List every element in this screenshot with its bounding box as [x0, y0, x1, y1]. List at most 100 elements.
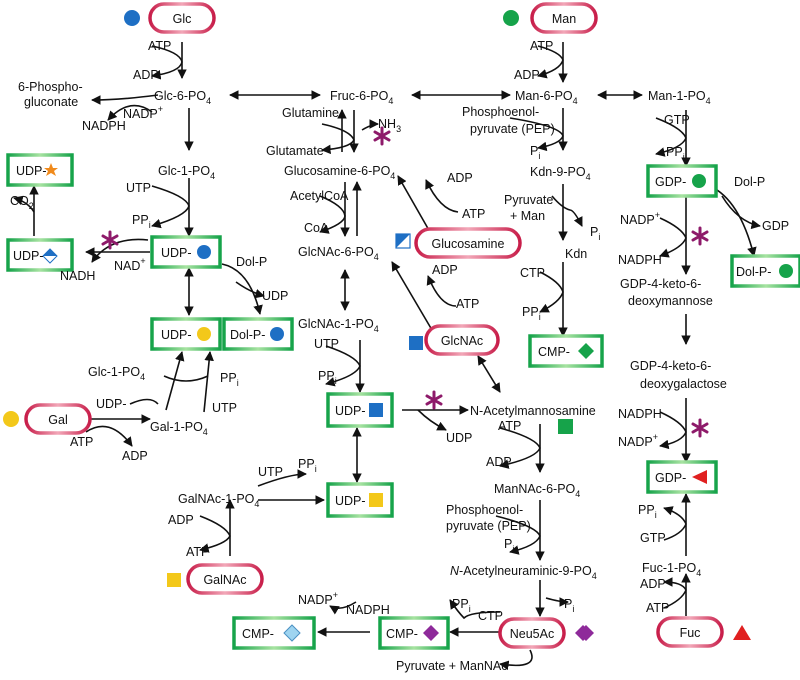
cofactor-pep-pi [495, 515, 541, 555]
co-atp-4: ATP [462, 207, 485, 221]
co-nadph-2: NADPH [618, 253, 662, 267]
cofactor-atp-adp-8 [663, 577, 687, 609]
co-acetylcoa: AcetylCoA [290, 189, 349, 203]
co-udp-2: UDP [446, 431, 472, 445]
co-utp-2: UTP [314, 337, 339, 351]
co-atp-5: ATP [456, 297, 479, 311]
cofactor-glc1p [163, 375, 209, 382]
cmp-kdn-diamond [578, 343, 594, 359]
co-dolp-1: Dol-P [236, 255, 267, 269]
co-plusman: + Man [510, 209, 545, 223]
co-pep-3: Phosphoenol- [446, 503, 523, 517]
6pg-line1: 6-Phospho- [18, 80, 83, 94]
galnac-label: GalNAc [203, 573, 246, 587]
glucosamine-box [414, 227, 522, 259]
cofactor-utp-ppi-3 [257, 469, 307, 487]
kdn: Kdn [565, 247, 587, 261]
cofactor-atp-adp-2 [537, 45, 564, 79]
star-4 [691, 226, 709, 246]
mannac: N-Acetylmannosamine [470, 404, 596, 418]
cofactor-atp-adp-1 [151, 45, 183, 80]
fruc6p: Fruc-6-PO4 [330, 89, 393, 106]
co-ppi-1: PPi [132, 213, 151, 230]
co-adp-5: ADP [432, 263, 458, 277]
glycan-symbols [3, 10, 793, 642]
cofactor-nadp-1 [107, 104, 153, 121]
udp-galnac-square [369, 493, 383, 507]
glc-label: Glc [173, 12, 192, 26]
neu5ac-diamond-ext [578, 625, 594, 641]
co-dolp-2: Dol-P [734, 175, 765, 189]
dolp-glc-box [222, 317, 294, 351]
keto1-l2: deoxymannose [628, 294, 713, 308]
udp-xyl-label: UDP- [16, 164, 47, 178]
cofactor-nadph-1 [329, 601, 357, 615]
udp-gal-box [150, 317, 222, 351]
co-udp-1: UDP [262, 289, 288, 303]
co-atp-3: ATP [70, 435, 93, 449]
co-coa: CoA [304, 221, 329, 235]
pyruvate-mannac: Pyruvate + ManNAc [396, 659, 508, 673]
udp-glcnac-box [326, 392, 394, 428]
arrow-glcnac-mannac [477, 355, 501, 393]
arrow-co2 [13, 195, 35, 213]
co-pyruvate: Pyruvate [504, 193, 553, 207]
co-atp-6: ATP [186, 545, 209, 559]
gdp-fuc-label: GDP- [655, 471, 686, 485]
co-nadp-4: NADP+ [618, 432, 658, 449]
cofactor-acetylcoa [319, 195, 346, 234]
gln6p: Glucosamine-6-PO4 [284, 164, 395, 181]
co-ppi-8: PPi [638, 503, 657, 520]
glcnac-box [424, 324, 500, 356]
co-nadp-3: NADP+ [298, 590, 338, 607]
cmp-neu5ac-label: CMP- [386, 627, 418, 641]
arrow-to-6pg [91, 94, 159, 105]
co-pep-1: Phosphoenol- [462, 105, 539, 119]
co-ppi-6: PPi [452, 597, 471, 614]
6pg-line2: gluconate [24, 95, 78, 109]
keto2-l1: GDP-4-keto-6- [630, 359, 711, 373]
cofactor-atp-adp-5 [426, 275, 457, 307]
glucosamine-symbol [395, 233, 411, 249]
cofactor-nadph-2 [659, 411, 687, 450]
gal-symbol [3, 411, 19, 427]
co-nadh: NADH [60, 269, 95, 283]
cmp-kdn-label: CMP- [538, 345, 570, 359]
co-atp-7: ATP [498, 419, 521, 433]
cofactor-gtp-ppi [655, 117, 687, 157]
glc6p: Glc-6-PO4 [154, 89, 211, 106]
arrow-dolp-glc [221, 263, 263, 315]
fuc-symbol [733, 625, 751, 640]
cmp-neu5ac-diamond [423, 625, 439, 641]
cofactor-pep-pi-2 [509, 117, 564, 152]
arrow-neu5ac-pyruvate [499, 649, 533, 671]
co-pi-4: Pi [564, 597, 574, 614]
cofactor-pyruvate-man [551, 195, 583, 227]
co-adp-3: ADP [122, 449, 148, 463]
co-pi-3: Pi [504, 537, 514, 554]
arrow-glcnac-to-6p [391, 261, 433, 331]
udp-glc-circle [197, 245, 211, 259]
co-adp-6: ADP [168, 513, 194, 527]
co-nadph-1: NADPH [82, 119, 126, 133]
cofactor-utp-ppi-2 [325, 345, 361, 387]
co-co2: CO2 [10, 194, 34, 211]
man-box [530, 2, 598, 34]
co-pep-4: pyruvate (PEP) [446, 519, 531, 533]
udp-glca-label: UDP- [13, 249, 44, 263]
man-symbol [503, 10, 519, 26]
udp-glcnac-square [369, 403, 383, 417]
co-nh3: NH3 [378, 117, 401, 134]
udp-gal-label: UDP- [161, 328, 192, 342]
co-ppi-3: PPi [220, 371, 239, 388]
gal-label: Gal [48, 413, 67, 427]
udp-xyl-box [6, 153, 74, 187]
co-nad: NAD+ [114, 256, 146, 273]
gdp-man-circle [692, 174, 706, 188]
glcnac-label: GlcNAc [441, 334, 483, 348]
cofactor-utp-ppi-1 [151, 185, 190, 229]
glc1p-b: Glc-1-PO4 [88, 365, 145, 382]
arrow-pi-release [545, 597, 569, 607]
source-sugars [24, 2, 724, 649]
